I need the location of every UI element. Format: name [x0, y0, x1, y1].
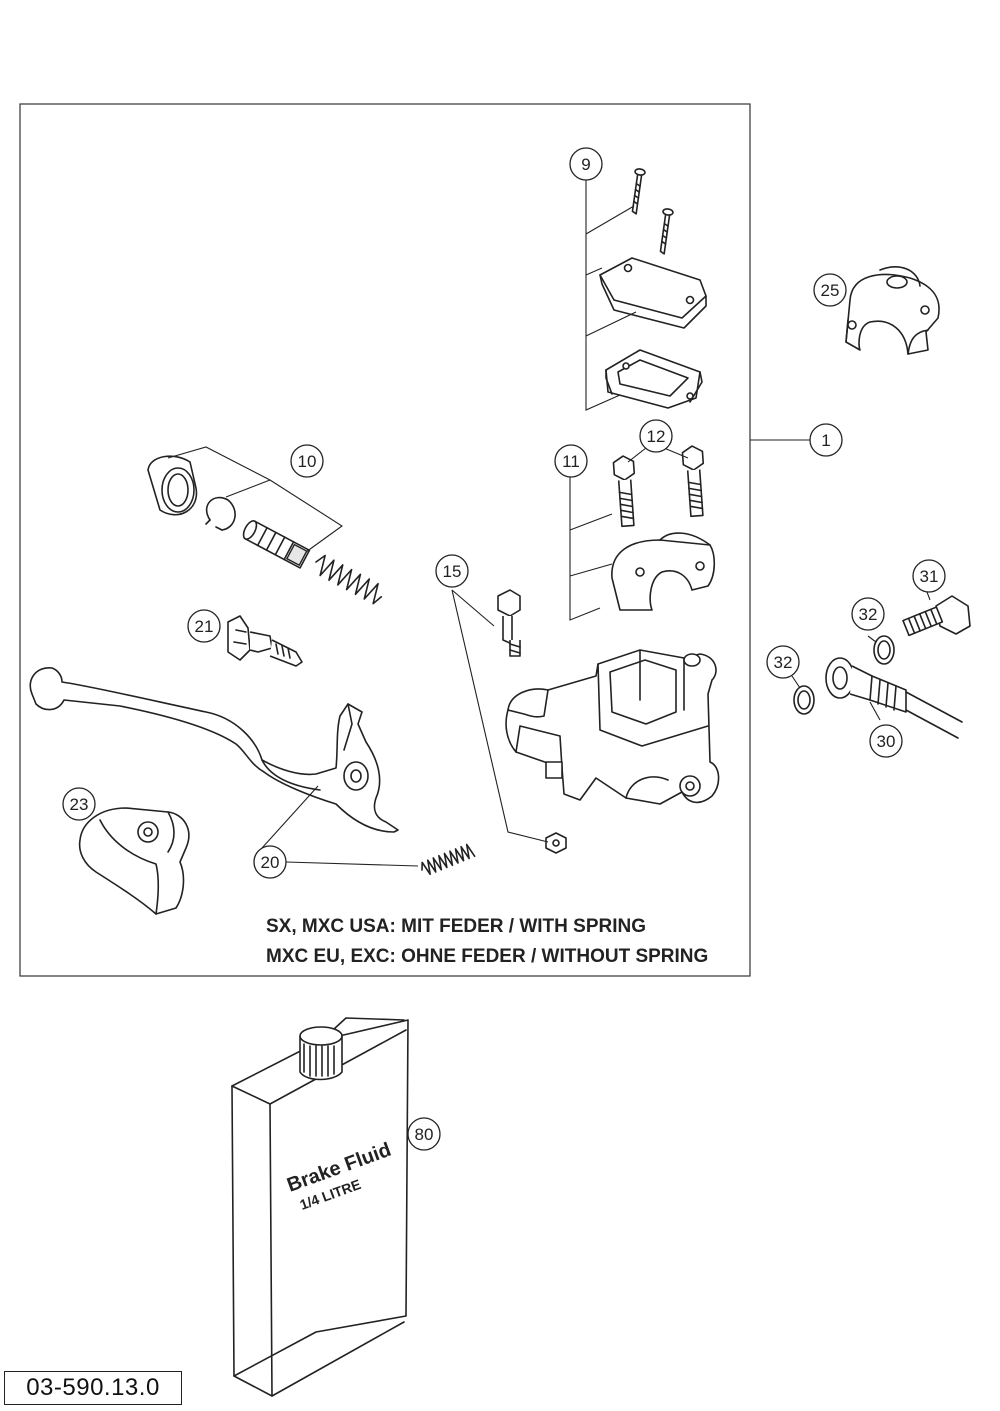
callout-15: 15: [435, 554, 469, 588]
callout-80: 80: [407, 1117, 441, 1151]
svg-text:32: 32: [859, 605, 878, 624]
part-80-brake-fluid-bottle: Brake Fluid 1/4 LITRE: [231, 1017, 409, 1397]
master-cylinder-body: [505, 649, 720, 805]
part-20-brake-lever: [29, 667, 476, 876]
svg-text:15: 15: [443, 562, 462, 581]
part-15-pivot-bolt: [451, 589, 567, 854]
svg-text:31: 31: [920, 567, 939, 586]
callout-1: 1: [809, 423, 843, 457]
assembly-frame: [19, 103, 751, 977]
callout-12: 12: [639, 419, 673, 453]
part-9-reservoir-cover-set: [585, 168, 707, 411]
callout-31: 31: [912, 559, 946, 593]
callout-21: 21: [187, 609, 221, 643]
part-30-31-32-brake-line: [793, 595, 971, 739]
svg-text:21: 21: [195, 617, 214, 636]
svg-text:80: 80: [415, 1125, 434, 1144]
callout-30: 30: [869, 724, 903, 758]
callout-32-lower: 32: [766, 645, 800, 679]
svg-text:30: 30: [877, 732, 896, 751]
svg-text:11: 11: [562, 452, 580, 471]
catalog-number: 03-590.13.0: [4, 1371, 182, 1405]
callout-25: 25: [813, 273, 847, 307]
callout-20: 20: [253, 845, 287, 879]
svg-text:20: 20: [261, 853, 280, 872]
callout-32-upper: 32: [851, 597, 885, 631]
callout-23: 23: [62, 787, 96, 821]
callout-11: 11: [554, 444, 588, 478]
svg-text:25: 25: [821, 281, 840, 300]
part-11-12-clamp-bolts: [569, 445, 716, 621]
part-10-piston-kit: [147, 446, 383, 605]
svg-text:10: 10: [298, 452, 317, 471]
svg-text:1: 1: [821, 431, 830, 450]
svg-text:23: 23: [70, 795, 89, 814]
note-without-spring: MXC EU, EXC: OHNE FEDER / WITHOUT SPRING: [266, 946, 708, 967]
part-23-lever-guard: [78, 807, 190, 915]
part-25-handlebar-clamp: [845, 266, 940, 355]
note-with-spring: SX, MXC USA: MIT FEDER / WITH SPRING: [266, 916, 646, 937]
callouts: 1 9 10 11 12 15 20 21: [62, 147, 946, 1151]
part-21-adjuster: [227, 615, 303, 667]
svg-text:32: 32: [774, 653, 793, 672]
svg-text:9: 9: [581, 155, 590, 174]
svg-text:12: 12: [647, 427, 666, 446]
callout-10: 10: [290, 444, 324, 478]
callout-9: 9: [569, 147, 603, 181]
